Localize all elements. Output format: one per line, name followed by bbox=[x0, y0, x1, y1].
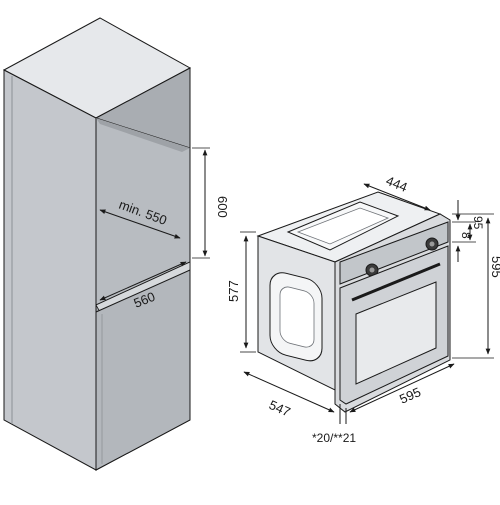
cabinet-front-face bbox=[3, 69, 97, 471]
label-depth-total: 547 bbox=[267, 397, 293, 420]
label-body-height: 577 bbox=[226, 280, 241, 302]
oven-door-window bbox=[355, 281, 437, 385]
oven bbox=[256, 191, 451, 413]
oven-door-handle bbox=[351, 262, 441, 302]
label-panel-offset-95: 95 bbox=[471, 216, 485, 230]
label-panel-offset-8: 8 bbox=[459, 232, 473, 239]
dim-panel-offsets: 8 95 bbox=[452, 200, 485, 262]
label-front-height: 595 bbox=[489, 256, 500, 278]
label-front-width: 595 bbox=[397, 384, 423, 407]
tall-cabinet bbox=[2, 17, 192, 471]
label-top-depth: 444 bbox=[384, 173, 410, 195]
dim-front-height: 595 bbox=[452, 213, 500, 359]
label-opening-height: 600 bbox=[215, 196, 230, 218]
dim-opening-height: 600 bbox=[192, 147, 230, 259]
label-front-clearance: *20/**21 bbox=[312, 431, 356, 445]
dim-body-height: 577 bbox=[226, 231, 256, 353]
dim-front-clearance: *20/**21 bbox=[312, 404, 356, 445]
